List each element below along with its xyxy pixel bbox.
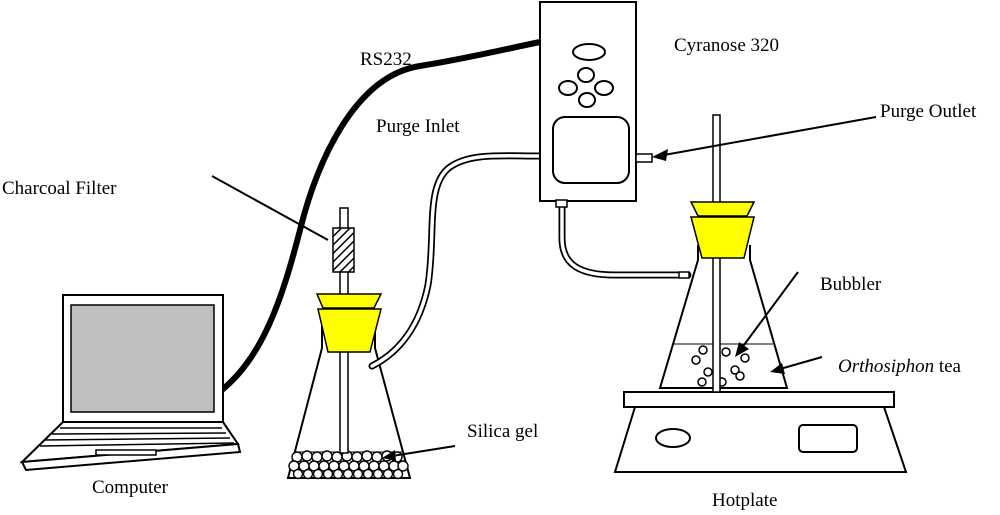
purge-inlet-label: Purge Inlet bbox=[376, 116, 460, 137]
tea-flask-stopper bbox=[689, 201, 756, 217]
rs232-label: RS232 bbox=[360, 49, 412, 70]
charcoal-filter bbox=[332, 227, 355, 273]
charcoal-filter-label: Charcoal Filter bbox=[2, 178, 117, 199]
sensor-display bbox=[552, 116, 630, 184]
hotplate-knob bbox=[655, 428, 691, 448]
purge-inlet-tube bbox=[368, 152, 544, 370]
cyranose-320-device bbox=[539, 1, 653, 208]
sensor-to-bubbler-tube bbox=[558, 198, 692, 279]
cyranose-label: Cyranose 320 bbox=[674, 35, 779, 56]
computer-label: Computer bbox=[92, 477, 169, 498]
tea-label: Orthosiphon tea bbox=[838, 356, 962, 377]
silica-flask-stopper bbox=[315, 293, 383, 309]
rs232-cable bbox=[215, 39, 543, 396]
hotplate-label: Hotplate bbox=[712, 490, 777, 511]
laptop-computer bbox=[19, 294, 242, 472]
silica-gel-flask bbox=[286, 207, 412, 480]
bubbler-label: Bubbler bbox=[820, 274, 882, 295]
hotplate-display bbox=[798, 424, 858, 453]
tea-label-rest: tea bbox=[934, 356, 961, 377]
hotplate bbox=[613, 391, 908, 473]
tea-bubbles bbox=[691, 345, 750, 387]
purge-outlet-label: Purge Outlet bbox=[880, 101, 977, 122]
tea-flask bbox=[658, 114, 789, 393]
tea-label-italic: Orthosiphon bbox=[838, 356, 934, 377]
silica-gel-label: Silica gel bbox=[467, 421, 538, 442]
